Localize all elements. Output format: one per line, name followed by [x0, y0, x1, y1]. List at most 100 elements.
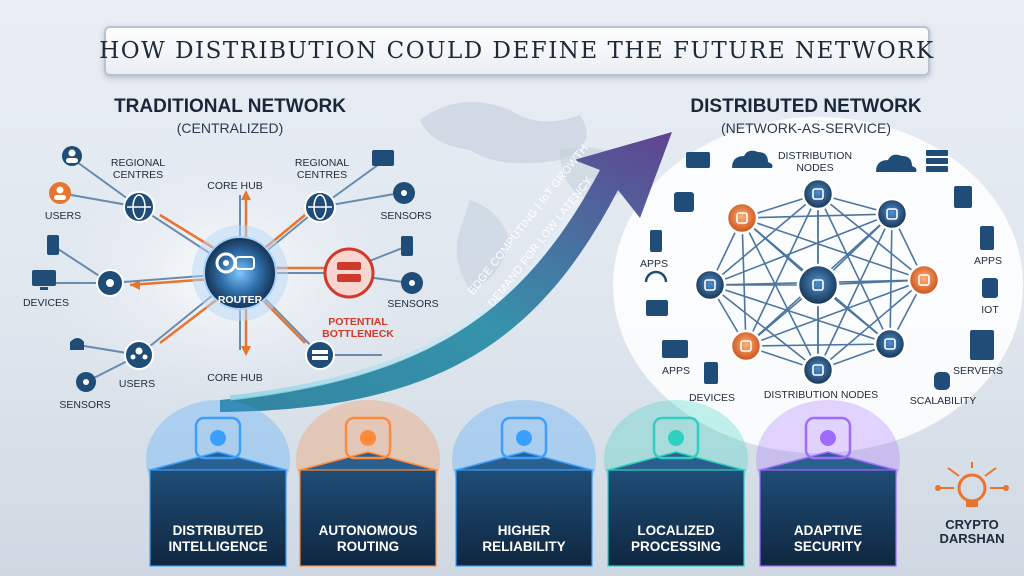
mesh-link: [745, 193, 819, 347]
mesh-link: [709, 284, 819, 371]
feature-card: [146, 400, 290, 567]
distribution-node: [875, 197, 909, 231]
label-sensors-right-top: SENSORS: [380, 210, 432, 222]
label-regional-centres-left: REGIONAL CENTRES: [110, 157, 166, 181]
traditional-network-subtitle: (CENTRALIZED): [176, 120, 284, 136]
hub-node-icon: [96, 269, 124, 297]
mesh-link: [741, 217, 747, 347]
phone-icon: [650, 230, 662, 252]
sensor-icon: [76, 372, 96, 392]
label-apps-left: APPS: [639, 258, 668, 270]
mesh-link: [817, 193, 925, 281]
shield-lock-icon: [804, 416, 852, 460]
database-icon: [934, 372, 950, 390]
brand-logo-text: CRYPTO DARSHAN: [932, 518, 1012, 546]
globe-icon: [304, 191, 336, 223]
monitor-icon: [686, 152, 710, 168]
route-cars-icon: [344, 416, 392, 460]
tablet-icon: [372, 150, 394, 166]
mesh-link: [709, 213, 893, 286]
feature-label: LOCALIZED PROCESSING: [630, 523, 722, 554]
iot-icon: [982, 278, 998, 298]
chip-brain-icon: [194, 416, 242, 460]
label-sensors-right-mid: SENSORS: [387, 298, 439, 310]
tablet-icon: [646, 300, 668, 316]
mesh-link: [745, 279, 925, 347]
device-icon: [674, 192, 694, 212]
monitor-icon: [662, 340, 688, 358]
label-iot: IOT: [981, 304, 999, 316]
label-servers: SERVERS: [953, 365, 1003, 377]
distribution-node: [801, 177, 835, 211]
user-icon: [62, 146, 82, 166]
label-apps-right: APPS: [973, 255, 1002, 267]
label-apps-bottom: APPS: [661, 365, 690, 377]
phone-icon: [980, 226, 994, 250]
users-group-icon: [124, 340, 154, 370]
wifi-icon: [644, 270, 668, 283]
label-router: ROUTER: [217, 294, 263, 306]
mesh-cube-icon: [500, 416, 548, 460]
label-core-hub-bottom: CORE HUB: [207, 372, 263, 384]
lamp-icon: [70, 338, 84, 350]
mesh-link: [817, 279, 925, 371]
server-stack-icon: [926, 150, 948, 156]
mesh-link: [889, 213, 893, 345]
cloud-icon: [876, 154, 917, 172]
page-title: HOW DISTRIBUTION COULD DEFINE THE FUTURE…: [99, 38, 935, 64]
feature-label: DISTRIBUTED INTELLIGENCE: [168, 523, 268, 554]
phone-icon: [704, 362, 718, 384]
label-devices-right: DEVICES: [688, 392, 736, 404]
label-regional-centres-right: REGIONAL CENTRES: [294, 157, 350, 181]
distributed-network-subtitle: (NETWORK-AS-SERVICE): [720, 120, 892, 136]
mesh-link: [709, 193, 819, 286]
title-banner: HOW DISTRIBUTION COULD DEFINE THE FUTURE…: [99, 26, 933, 76]
sensor-icon: [393, 182, 415, 204]
label-scalability: SCALABILITY: [909, 395, 977, 407]
mesh-link: [745, 343, 891, 347]
router-box-icon: [235, 256, 255, 270]
distribution-node: [796, 263, 840, 307]
server-icon: [337, 262, 361, 270]
mesh-link: [741, 213, 893, 219]
label-distribution-nodes-top: DISTRIBUTION NODES: [777, 150, 853, 174]
label-devices-left: DEVICES: [22, 297, 70, 309]
cloud-icon: [732, 150, 773, 168]
phone-icon: [47, 235, 59, 255]
label-core-hub-top: CORE HUB: [207, 180, 263, 192]
feature-label: HIGHER RELIABILITY: [482, 523, 566, 554]
distribution-node: [693, 268, 727, 302]
label-distribution-nodes-bottom: DISTRIBUTION NODES: [763, 389, 879, 401]
label-potential-bottleneck: POTENTIAL BOTTLENECK: [322, 316, 394, 340]
sensor-icon: [401, 272, 423, 294]
brand-line-1: CRYPTO: [945, 517, 999, 532]
feature-card: [756, 400, 900, 567]
traditional-network-title: TRADITIONAL NETWORK: [114, 96, 346, 117]
server-rack-icon: [305, 340, 335, 370]
user-icon: [49, 182, 71, 204]
mesh-link: [817, 213, 893, 371]
lightbulb-circuit-icon: [935, 462, 1009, 507]
server-icon: [970, 330, 994, 360]
feature-card: [604, 400, 748, 567]
distribution-node: [729, 329, 763, 363]
distribution-node: [907, 263, 941, 297]
data-towers-icon: [652, 416, 700, 460]
chip-icon: [954, 186, 972, 208]
feature-label: AUTONOMOUS ROUTING: [318, 523, 418, 554]
globe-icon: [123, 191, 155, 223]
distributed-network-title: DISTRIBUTED NETWORK: [690, 96, 922, 117]
label-users-top: USERS: [44, 210, 82, 222]
monitor-icon: [32, 270, 56, 286]
feature-label: ADAPTIVE SECURITY: [793, 523, 863, 554]
distribution-node: [873, 327, 907, 361]
phone-icon: [401, 236, 413, 256]
brand-line-2: DARSHAN: [939, 531, 1005, 546]
label-sensors-bottom: SENSORS: [59, 399, 111, 411]
distribution-node: [725, 201, 759, 235]
